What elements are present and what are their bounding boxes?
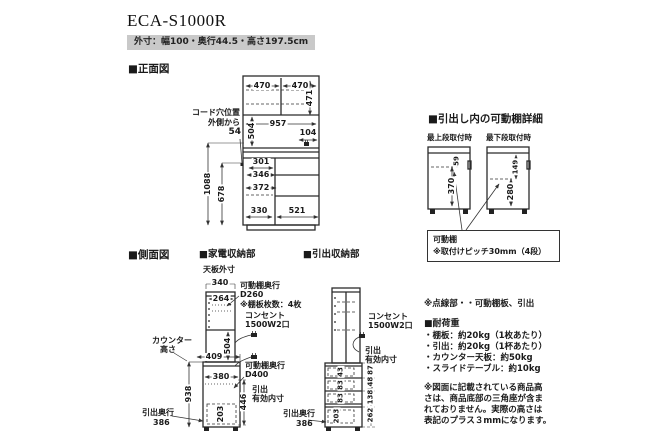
caption-bottom-position: 最下段取付時 <box>486 133 531 142</box>
dim-open-height-side: 504 <box>223 336 232 356</box>
top-board-caption: 天板外寸 <box>203 265 235 274</box>
load-item-counter: ・カウンター天板：約50kg <box>424 353 533 363</box>
dim-drawer-inner-2: 83 <box>336 379 345 391</box>
drawer2-eff-label-2: 有効内寸 <box>365 355 397 364</box>
movable-shelf-note-line1: 可動棚 <box>433 235 457 244</box>
cord-hole-label-2: 外側から <box>208 118 240 127</box>
dim-counter-depth: 409 <box>204 352 224 361</box>
section-shelf-detail: ■引出し内の可動棚詳細 <box>428 113 543 125</box>
dim-bottom-gap: 149 <box>511 158 520 176</box>
dim-301: 301 <box>251 157 271 166</box>
dim-372: 372 <box>251 183 271 192</box>
cord-hole-label-1: コード穴位置 <box>192 108 240 117</box>
dim-inner-width: 264 <box>211 294 231 303</box>
caption-top-position: 最上段取付時 <box>427 133 472 142</box>
drawer-eff-label-2: 有効内寸 <box>252 394 284 403</box>
outlet-label-1: コンセント <box>245 311 285 320</box>
dim-upper-height: 1088 <box>203 171 212 197</box>
shelf-depth-label-1: 可動棚奥行 <box>240 281 280 290</box>
dim-door-bottom-width: 330 <box>249 206 269 215</box>
dim-bottom-below: 280 <box>506 182 515 202</box>
cord-hole-value: 54 <box>228 127 241 137</box>
shelf-depth-label-2: D260 <box>240 290 264 299</box>
dim-counter-height: 938 <box>184 384 193 404</box>
dim-drawer-inner-1: 43 <box>336 366 345 378</box>
drawer-eff-label-1: 引出 <box>252 385 268 394</box>
counter-height-label-2: 高さ <box>160 345 176 354</box>
load-item-drawer: ・引出：約20kg（1杯あたり） <box>424 342 547 352</box>
height-note-line4: 表記のプラス３mmになります。 <box>424 416 552 426</box>
counter-height-label-1: カウンター <box>152 336 192 345</box>
dim-drawer-outer-4: 262 <box>366 406 375 424</box>
dim-346: 346 <box>251 170 271 179</box>
dotted-line-note: ※点線部・・可動棚板、引出 <box>424 299 535 309</box>
drawer2-depth-label: 引出奥行 <box>283 409 315 418</box>
height-note-line2: さは、商品底部の三角座が含ま <box>424 394 544 404</box>
dim-door-width-left: 470 <box>252 81 272 90</box>
dim-top-gap: 59 <box>452 155 461 167</box>
dim-drawer-inner-height: 203 <box>216 404 225 424</box>
section-front-view: ■正面図 <box>128 63 170 75</box>
dim-counter-width: 957 <box>268 119 288 128</box>
dim-drawer-inner-4: 203 <box>332 407 341 425</box>
drawer2-eff-label-1: 引出 <box>365 346 381 355</box>
dim-open-height: 504 <box>247 121 256 141</box>
section-drawer: ■引出収納部 <box>303 249 360 260</box>
movable-shelf-note-line2: ※取付けピッチ30mm（4段） <box>433 247 547 256</box>
shelf-count-label: ※棚板枚数：4枚 <box>240 300 302 309</box>
outlet2-label-1: コンセント <box>368 312 408 321</box>
dim-drawer-outer-1: 87 <box>366 364 375 376</box>
dim-outlet-width: 104 <box>298 128 318 137</box>
dim-top-below: 370 <box>447 176 456 196</box>
section-appliance: ■家電収納部 <box>199 249 256 260</box>
section-side-view: ■側面図 <box>128 249 170 261</box>
outer-dimensions-badge: 外寸：幅100・奥行44.5・高さ197.5cm <box>127 35 316 50</box>
page-title: ECA-S1000R <box>127 11 227 30</box>
dim-drawer-outer-3: 138 <box>366 388 375 406</box>
power-plug-icon <box>234 331 257 344</box>
drawer-depth-label: 引出奥行 <box>142 408 174 417</box>
outlet-label-2: 1500W2口 <box>245 320 290 329</box>
outlet2-label-2: 1500W2口 <box>368 321 413 330</box>
shelf2-depth-label-1: 可動棚奥行 <box>245 361 285 370</box>
height-note-line1: ※図面に記載されている商品高 <box>424 383 543 393</box>
outlet-icon <box>304 140 309 146</box>
dim-lower-width: 380 <box>211 372 231 381</box>
dim-door-height: 471 <box>305 88 314 108</box>
load-item-slide-table: ・スライドテーブル：約10kg <box>424 364 541 374</box>
cord-hole-dot <box>240 163 244 166</box>
movable-shelf-note-box: 可動棚 ※取付けピッチ30mm（4段） <box>427 230 560 262</box>
drawer2-depth-value: 386 <box>296 419 313 428</box>
dim-top-width: 340 <box>210 278 230 287</box>
load-item-shelf: ・棚板：約20kg（1枚あたり） <box>424 331 547 341</box>
dim-drawer-inner-3: 83 <box>336 392 345 404</box>
dim-drawer-space-height: 446 <box>239 392 248 412</box>
drawer-depth-value: 386 <box>153 418 170 427</box>
dim-lower-height: 678 <box>217 184 226 204</box>
shelf2-depth-label-2: D400 <box>245 370 269 379</box>
height-note-line3: れておりません。実際の高さは <box>424 405 543 415</box>
power-plug-icon <box>352 332 365 353</box>
dim-door-width-right: 470 <box>290 81 310 90</box>
load-capacity-title: ■耐荷重 <box>424 319 460 329</box>
power-plug-icon <box>234 353 257 367</box>
dim-drawers-width: 521 <box>287 206 307 215</box>
